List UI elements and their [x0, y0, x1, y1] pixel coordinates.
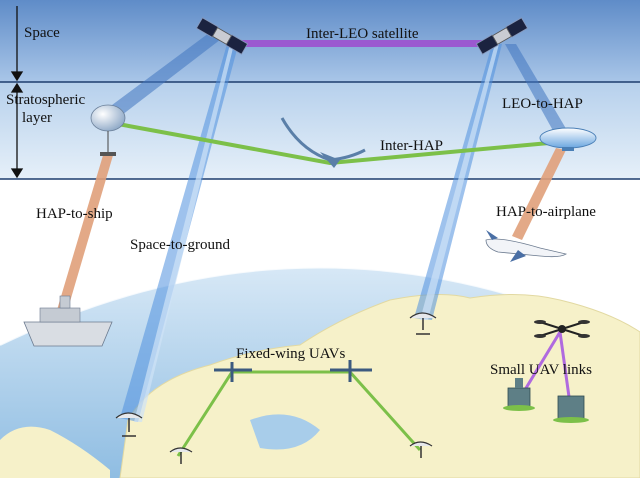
ground-antenna-icon: [409, 441, 433, 458]
leo-to-balloon-beam: [108, 30, 225, 118]
space-to-ground-label: Space-to-ground: [130, 237, 230, 253]
satellite-icon: [195, 17, 249, 55]
leo-to-hap-label: LEO-to-HAP: [502, 96, 583, 112]
hap-to-ship-label: HAP-to-ship: [36, 206, 113, 222]
land-mass: [119, 293, 640, 478]
inland-water: [250, 414, 320, 450]
inter-leo-link: [236, 40, 493, 47]
hap-to-ship-link: [54, 152, 114, 322]
small-uav-links-label: Small UAV links: [490, 362, 592, 378]
fixed-wing-uavs-label: Fixed-wing UAVs: [236, 346, 345, 362]
inter-leo-label: Inter-LEO satellite: [306, 26, 419, 42]
ground-antenna-icon: [409, 312, 437, 335]
fixed-wing-uav-icon: [214, 362, 252, 382]
airplane-icon: [485, 230, 567, 262]
fixed-wing-uav-icon: [330, 360, 372, 382]
fixed-wing-uav-links: [176, 370, 422, 457]
ground-antenna-icon: [169, 447, 193, 464]
stratospheric-label-line1: Stratospheric: [6, 92, 85, 108]
fixed-wing-uav-icon: [280, 117, 366, 168]
drone-icon: [534, 320, 590, 338]
hap-to-airplane-link: [512, 148, 566, 240]
building-icon: [553, 395, 589, 423]
space-label: Space: [24, 25, 60, 41]
balloon-icon: [90, 104, 126, 156]
stratospheric-label-line2: layer: [22, 110, 52, 126]
stratosphere-height-arrow: [10, 82, 24, 179]
satellite-icon: [475, 17, 529, 55]
leo-to-hap-beam: [505, 44, 568, 136]
inter-hap-label: Inter-HAP: [380, 138, 443, 154]
ground-antenna-icon: [115, 412, 143, 437]
airship-icon: [539, 127, 597, 151]
building-icon: [503, 378, 535, 411]
hap-to-airplane-label: HAP-to-airplane: [496, 204, 596, 220]
space-height-arrow: [10, 6, 24, 82]
ship-icon: [23, 295, 113, 347]
land-mass-west: [0, 426, 110, 478]
